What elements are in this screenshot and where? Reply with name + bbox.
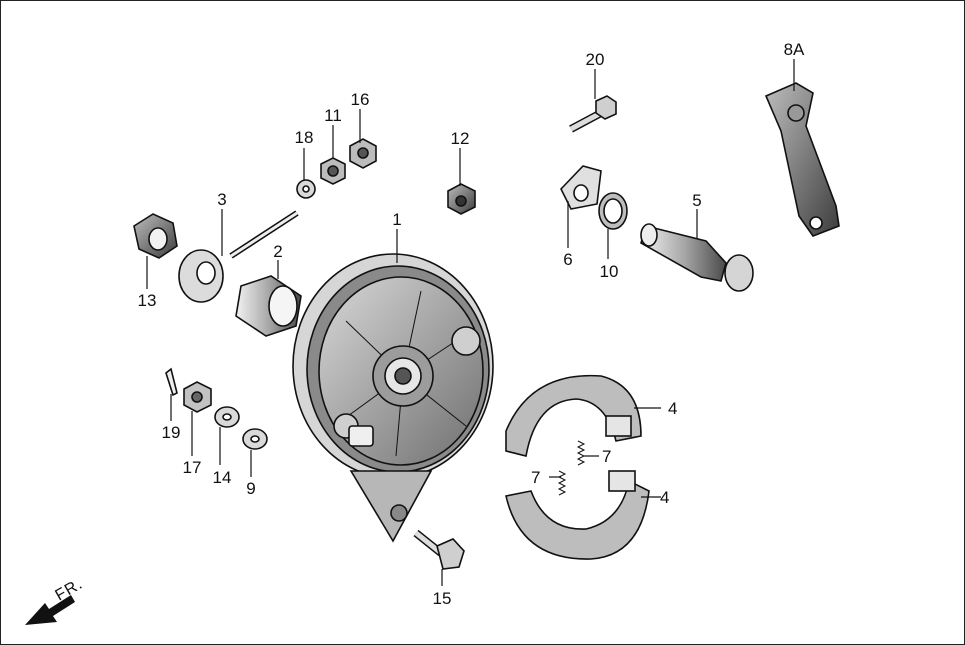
nut-12-part <box>447 183 476 215</box>
callout-11: 11 <box>324 106 342 125</box>
callout-6: 6 <box>563 250 572 269</box>
nut-16-part <box>349 138 377 169</box>
bolt-20-part <box>569 95 617 133</box>
washer-14-part <box>214 406 240 428</box>
front-arrow-icon <box>25 595 75 625</box>
spring-lower-part <box>557 470 567 496</box>
callout-17: 17 <box>183 458 202 477</box>
nut-17-part <box>183 381 212 413</box>
callout-12: 12 <box>451 129 470 148</box>
callout-16: 16 <box>351 90 370 109</box>
washer-18-part <box>296 179 316 199</box>
callout-18: 18 <box>295 128 314 147</box>
brake-panel-part <box>292 253 494 543</box>
callout-13: 13 <box>138 291 157 310</box>
callout-7-lower: 7 <box>531 468 540 487</box>
callout-4-lower: 4 <box>660 488 669 507</box>
callout-8a: 8A <box>784 40 805 59</box>
washer-9-part <box>242 428 268 450</box>
brake-cam-part <box>640 223 754 292</box>
callout-labels: 1 2 3 4 4 5 6 7 7 8A 9 10 11 12 13 14 15… <box>138 40 806 608</box>
callout-2: 2 <box>273 242 282 261</box>
chain-adjuster-part <box>178 210 299 303</box>
front-direction-indicator: FR. <box>25 575 86 625</box>
brake-arm-part <box>764 82 840 237</box>
brake-shoe-lower-part <box>505 470 650 560</box>
callout-20: 20 <box>586 50 605 69</box>
axle-nut-part <box>133 213 178 259</box>
seal-ring-part <box>598 192 628 230</box>
nut-11-part <box>320 157 346 185</box>
callout-4-upper: 4 <box>668 399 677 418</box>
callout-7-upper: 7 <box>602 447 611 466</box>
indicator-plate-part <box>560 165 602 210</box>
bolt-15-part <box>413 529 465 570</box>
callout-10: 10 <box>600 262 619 281</box>
callout-3: 3 <box>217 190 226 209</box>
collar-part <box>235 275 302 337</box>
callout-5: 5 <box>692 191 701 210</box>
callout-9: 9 <box>246 479 255 498</box>
cotter-pin-part <box>165 367 178 397</box>
callout-1: 1 <box>392 210 401 229</box>
spring-upper-part <box>576 440 586 466</box>
callout-15: 15 <box>433 589 452 608</box>
brake-shoe-upper-part <box>505 374 642 457</box>
leader-lines <box>146 59 795 586</box>
callout-14: 14 <box>213 468 232 487</box>
callout-19: 19 <box>162 423 181 442</box>
